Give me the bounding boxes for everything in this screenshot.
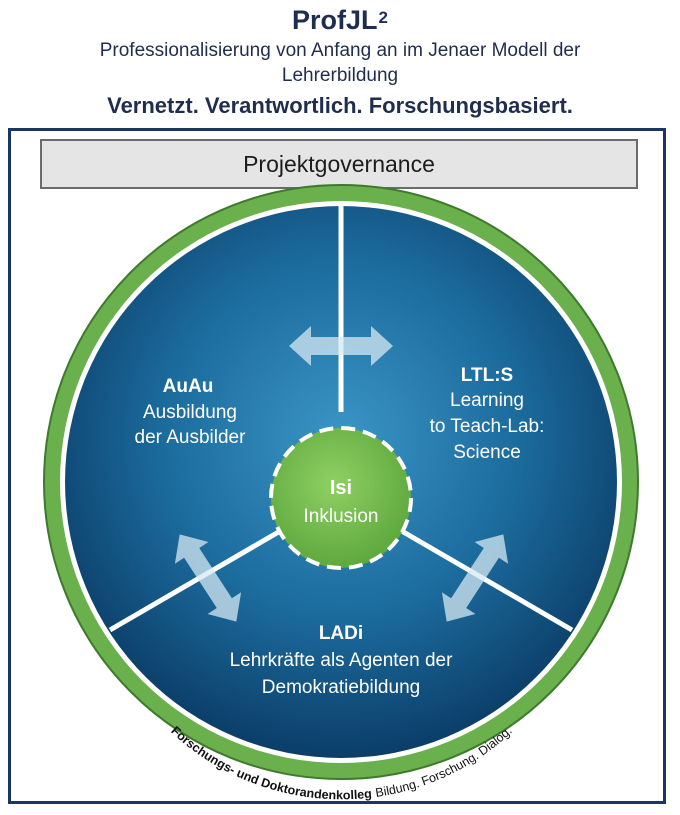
segment-right-line3: Science [453, 442, 521, 463]
segment-bottom-line2: Demokratiebildung [262, 677, 420, 698]
segment-right-line2: to Teach-Lab: [430, 416, 545, 437]
segment-bottom-abbr: LADi [319, 623, 363, 644]
center-label: Inklusion [304, 506, 379, 527]
segment-right-line1: Learning [450, 390, 524, 411]
segment-bottom-line1: Lehrkräfte als Agenten der [230, 650, 454, 671]
main-title: ProfJL2 [0, 4, 680, 36]
subtitle: Professionalisierung von Anfang an im Je… [99, 40, 581, 86]
arrow-top [289, 326, 393, 366]
tagline: Vernetzt. Verantwortlich. Forschungsbasi… [107, 93, 573, 118]
segment-left-line2: der Ausbilder [135, 427, 247, 448]
arrow-right [441, 534, 509, 622]
governance-bar: Projektgovernance [40, 139, 638, 189]
center-abbr: Isi [330, 477, 352, 499]
segment-left-line1: Ausbildung [143, 402, 237, 423]
center-circle [269, 426, 413, 570]
segment-left-abbr: AuAu [163, 376, 214, 397]
divider-left [108, 527, 284, 633]
divider-right [398, 527, 574, 633]
title-superscript: 2 [378, 8, 388, 27]
segment-right-abbr: LTL:S [461, 365, 513, 386]
arrow-left [174, 534, 242, 622]
title-text: ProfJL [292, 5, 378, 35]
